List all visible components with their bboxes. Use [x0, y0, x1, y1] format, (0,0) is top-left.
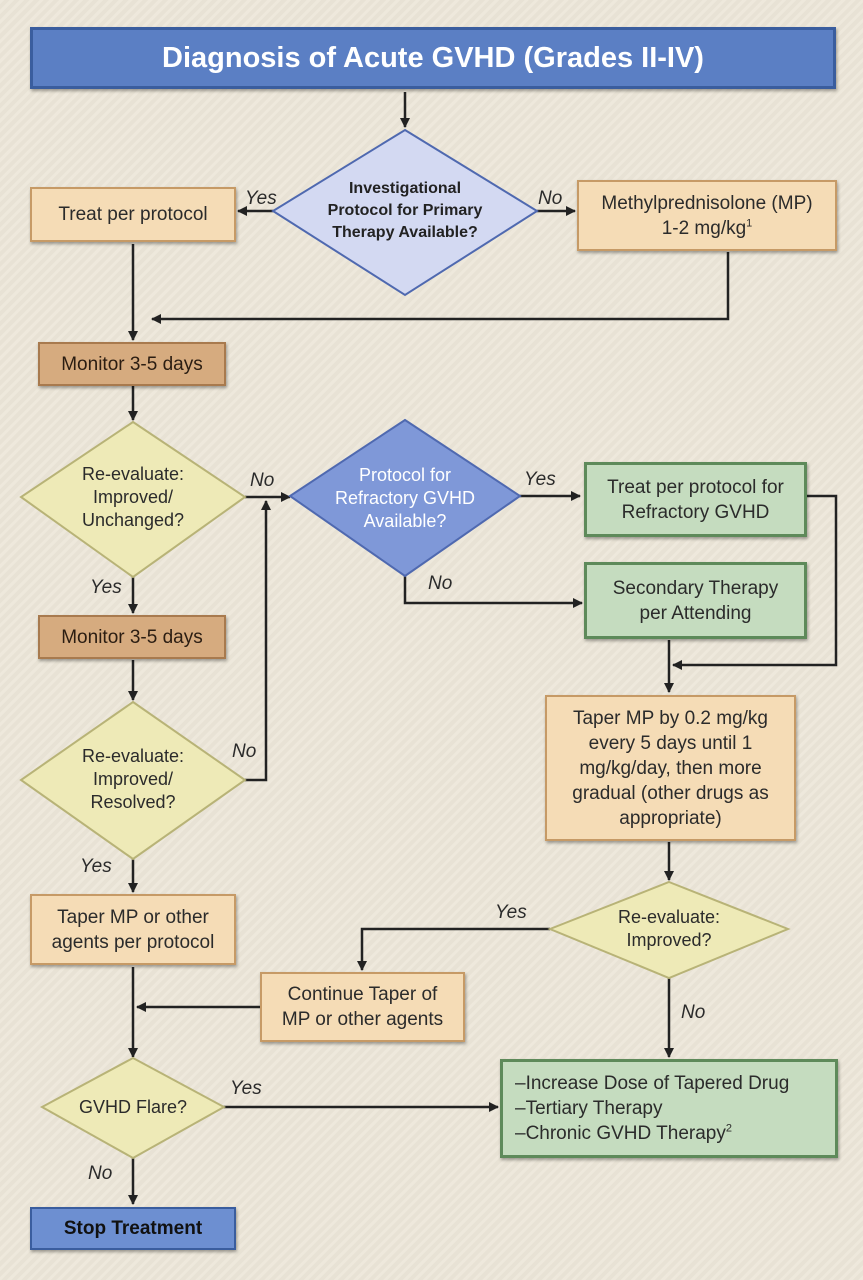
edge-label-yes1: Yes	[245, 188, 277, 209]
diamond-reeval2	[19, 700, 247, 861]
investigational-label: Investigational Protocol for Primary The…	[327, 180, 483, 241]
increase-dose-item: –Increase Dose of Tapered Drug	[515, 1073, 790, 1094]
taper-mp-box: Taper MP by 0.2 mg/kg every 5 days until…	[545, 695, 796, 841]
taper-other-box: Taper MP or other agents per protocol	[30, 894, 236, 965]
edge-label-no5: No	[681, 1002, 706, 1023]
stop-treatment-box: Stop Treatment	[30, 1207, 236, 1250]
methylprednisolone-box: Methylprednisolone (MP) 1-2 mg/kg1	[577, 180, 837, 251]
diamond-reeval3	[547, 880, 791, 980]
methylprednisolone-label: Methylprednisolone (MP) 1-2 mg/kg1	[601, 192, 813, 239]
reeval3-label: Re-evaluate: Improved?	[617, 907, 721, 950]
edge-label-no6: No	[88, 1163, 113, 1184]
monitor-box-1: Monitor 3-5 days	[38, 342, 226, 386]
increase-dose-box: –Increase Dose of Tapered Drug –Tertiary…	[500, 1059, 838, 1158]
continue-taper-box: Continue Taper of MP or other agents	[260, 972, 465, 1042]
flare-label: GVHD Flare?	[78, 1096, 188, 1117]
edge-refractory-no	[403, 575, 583, 608]
edge-reeval3-yes	[357, 927, 550, 971]
treat-per-protocol-box: Treat per protocol	[30, 187, 236, 242]
tertiary-therapy-item: –Tertiary Therapy	[515, 1098, 663, 1119]
page-title: Diagnosis of Acute GVHD (Grades II-IV)	[30, 27, 836, 89]
edge-mp-return	[151, 252, 730, 324]
edge-label-yes6: Yes	[230, 1078, 262, 1099]
diamond-refractory	[288, 418, 522, 578]
increase-dose-list: –Increase Dose of Tapered Drug –Tertiary…	[515, 1071, 789, 1146]
edge-treatrefr-return	[672, 494, 838, 670]
diamond-investigational	[271, 128, 539, 297]
edge-reeval2-no	[243, 500, 271, 782]
refractory-label: Protocol for Refractory GVHD Available?	[334, 464, 476, 531]
treat-refractory-box: Treat per protocol for Refractory GVHD	[584, 462, 807, 537]
reeval2-label: Re-evaluate: Improved/ Resolved?	[81, 745, 185, 812]
edge-label-no4: No	[232, 741, 257, 762]
diamond-flare	[39, 1056, 227, 1160]
edge-label-no3: No	[428, 573, 453, 594]
edge-label-yes2: Yes	[524, 469, 556, 490]
edge-label-no2: No	[250, 470, 275, 491]
monitor-box-2: Monitor 3-5 days	[38, 615, 226, 659]
chronic-gvhd-item: –Chronic GVHD Therapy2	[515, 1122, 732, 1144]
edge-label-no1: No	[538, 188, 563, 209]
edge-label-yes5: Yes	[495, 902, 527, 923]
secondary-therapy-box: Secondary Therapy per Attending	[584, 562, 807, 639]
edge-label-yes4: Yes	[80, 856, 112, 877]
diamond-reeval1	[19, 420, 247, 579]
reeval1-label: Re-evaluate: Improved/ Unchanged?	[81, 463, 185, 530]
edge-label-yes3: Yes	[90, 577, 122, 598]
